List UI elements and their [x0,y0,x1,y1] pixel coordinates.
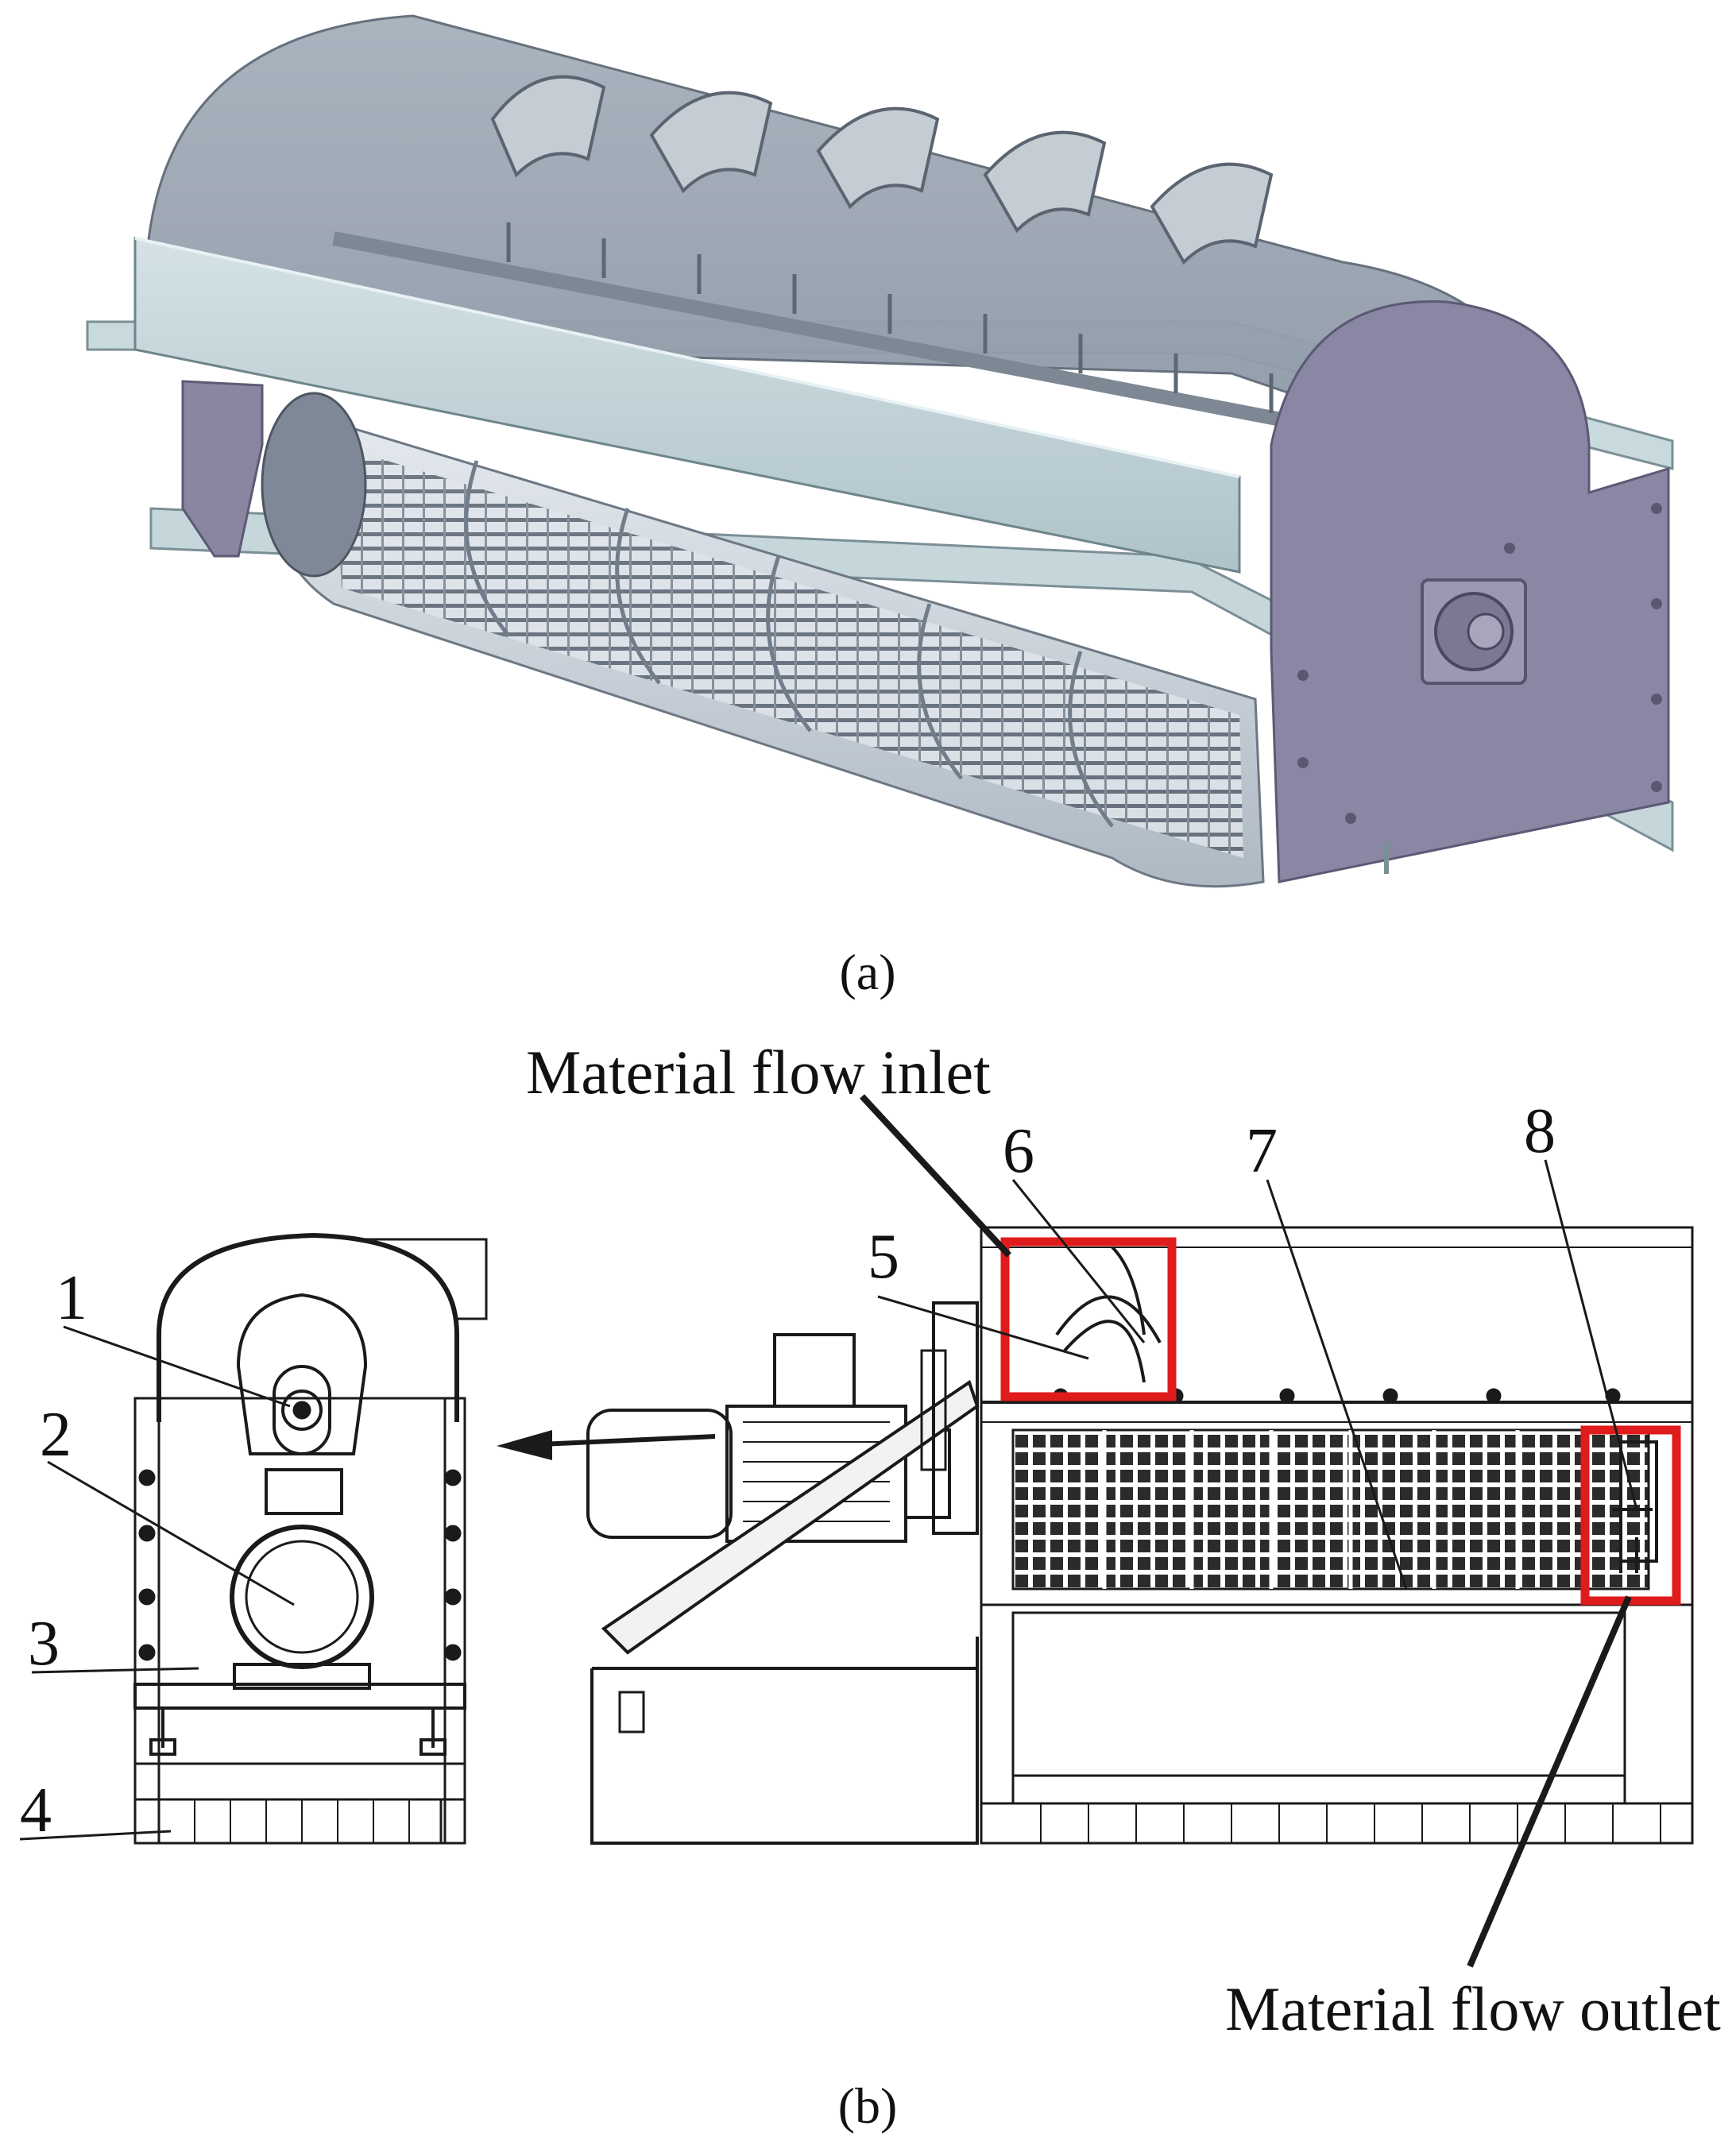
lower-frame [133,1762,466,1801]
belt-guard [236,1293,368,1455]
part-number-8: 8 [1524,1096,1556,1166]
side-view [586,1226,1694,1845]
base-plate-legs [149,1708,447,1756]
part-number-2: 2 [40,1400,72,1470]
outlet-label: Material flow outlet [1225,1974,1721,2043]
part-number-6: 6 [1003,1116,1034,1186]
panel-a-3d-rendering: (a) [86,14,1674,1000]
bearing-housing [1421,578,1527,685]
inlet-highlight-box [1000,1237,1177,1401]
screen-drum-slots [334,445,1243,858]
end-view [133,1232,488,1845]
feed-disc [261,392,367,578]
part-number-4: 4 [20,1776,52,1846]
panel-b-technical-drawing [19,1094,1694,1968]
panel-b-labels: Material flow inlet Material flow outlet… [20,1038,1721,2134]
screen-mesh [1011,1428,1650,1590]
part-number-3: 3 [28,1609,60,1679]
motor-end-view [230,1525,374,1669]
motor-feet [233,1663,371,1690]
mesh-dividers [1102,1430,1520,1589]
drum-rings [464,460,1114,828]
inlet-spiral [1055,1246,1162,1383]
drive-shaft-bearing [273,1365,331,1455]
motor-terminal-box [265,1468,343,1515]
outlet-leader [1467,1595,1632,1968]
left-end-plate [181,380,264,558]
outlet-highlight-box [1580,1425,1681,1606]
spiral-flights [490,75,1274,265]
outlet-mechanism [1613,1440,1658,1573]
inlet-leader [860,1094,1011,1258]
part-number-7: 7 [1246,1116,1278,1186]
part-number-1: 1 [56,1263,87,1333]
trough-edge [134,237,1240,478]
paddle-pins [506,222,1274,413]
frame-grid-lines [194,1799,410,1843]
leader-lines [19,1159,1638,1841]
view-direction-arrow [497,1430,716,1460]
side-bolts [138,1469,462,1661]
base-grid [1040,1803,1661,1843]
panel-b-caption: (b) [838,2077,898,2134]
machine-body-outline [980,1226,1694,1845]
hood-flange [362,1238,488,1320]
end-view-hood [157,1232,459,1422]
end-view-frame [133,1397,466,1845]
drive-bearing-column [932,1301,979,1535]
rotor-shaft [332,231,1416,452]
part-number-5: 5 [868,1222,899,1292]
panel-a-caption: (a) [839,944,895,1000]
motor-base-plate [133,1683,466,1710]
inlet-label: Material flow inlet [526,1038,991,1107]
end-plate-bolts [1297,503,1662,824]
drive-frame [590,1637,979,1845]
